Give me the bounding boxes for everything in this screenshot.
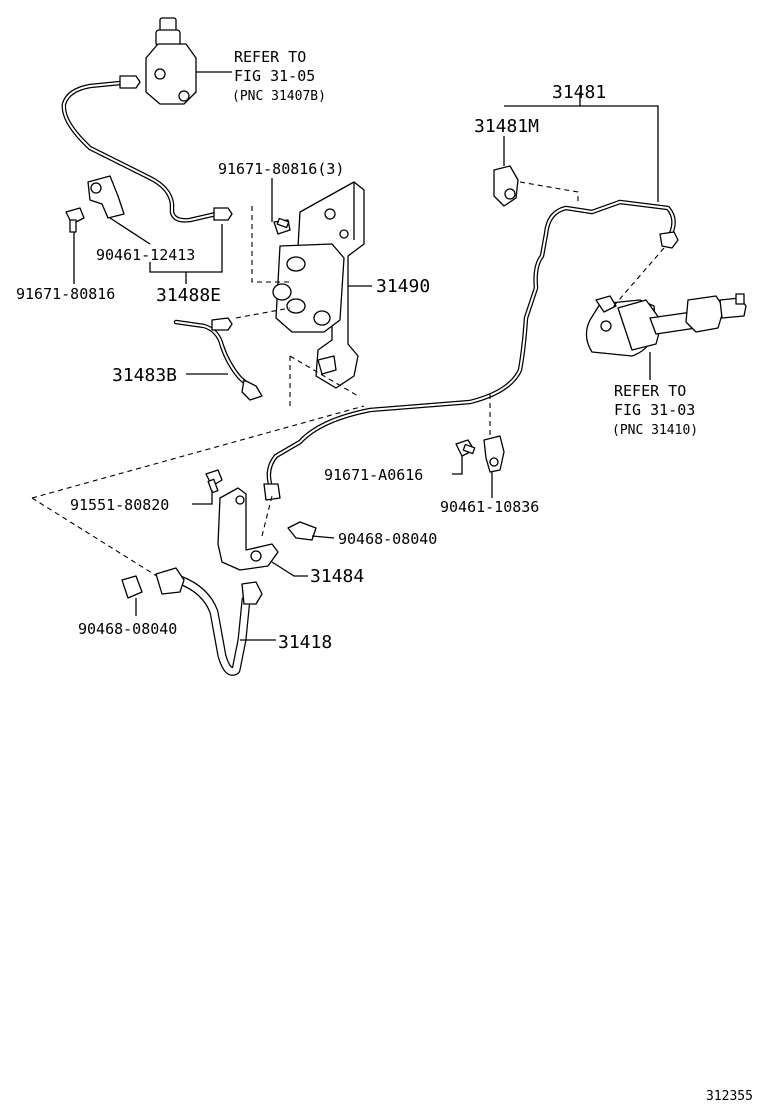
- bracket-31484: [217, 487, 279, 571]
- clip-90468-08040-b: [121, 575, 143, 599]
- refer-right-line2: FIG 31-03: [614, 401, 695, 419]
- label-31483b: 31483B: [112, 365, 177, 386]
- label-90461-12413: 90461-12413: [96, 246, 195, 264]
- clutch-master-cylinder: [585, 293, 747, 357]
- label-31481: 31481: [552, 82, 606, 103]
- hose-31418: [155, 567, 263, 676]
- label-91671-a0616: 91671-A0616: [324, 466, 423, 484]
- label-31481m: 31481M: [474, 116, 539, 137]
- label-91671-80816: 91671-80816: [16, 285, 115, 303]
- diagram-id: 312355: [706, 1089, 753, 1104]
- label-31418: 31418: [278, 632, 332, 653]
- label-90468-08040-a: 90468-08040: [338, 530, 437, 548]
- bolt-91551-80820: [205, 469, 223, 494]
- bolt-91671-a0616: [455, 439, 476, 457]
- label-91671-80816-3: 91671-80816(3): [218, 160, 344, 178]
- label-31488e: 31488E: [156, 285, 221, 306]
- union-fitting-top: [145, 17, 232, 105]
- bolt-91671-80816-3: [273, 217, 291, 235]
- pipe-31483b: [173, 317, 263, 401]
- valve-body: [272, 243, 345, 333]
- refer-right-line3: (PNC 31410): [612, 423, 698, 438]
- label-91551-80820: 91551-80820: [70, 496, 169, 514]
- refer-note-right: REFER TO FIG 31-03 (PNC 31410): [612, 382, 698, 438]
- refer-note-top: REFER TO FIG 31-05 (PNC 31407B): [232, 48, 326, 104]
- bolt-91671-80816: [65, 207, 85, 233]
- label-31490: 31490: [376, 276, 430, 297]
- label-31484: 31484: [310, 566, 364, 587]
- clamp-31481m: [493, 165, 519, 207]
- label-90468-08040-b: 90468-08040: [78, 620, 177, 638]
- refer-right-line1: REFER TO: [614, 382, 686, 400]
- label-90461-10836: 90461-10836: [440, 498, 539, 516]
- clip-bracket-90461-12413: [87, 175, 125, 219]
- clip-90461-10836: [483, 435, 505, 473]
- refer-top-line1: REFER TO: [234, 48, 306, 66]
- refer-top-line2: FIG 31-05: [234, 67, 315, 85]
- pipe-31481: [263, 199, 679, 501]
- pipe-upper-left: [61, 75, 233, 223]
- refer-top-line3: (PNC 31407B): [232, 89, 326, 104]
- clip-90468-08040-a: [287, 521, 317, 541]
